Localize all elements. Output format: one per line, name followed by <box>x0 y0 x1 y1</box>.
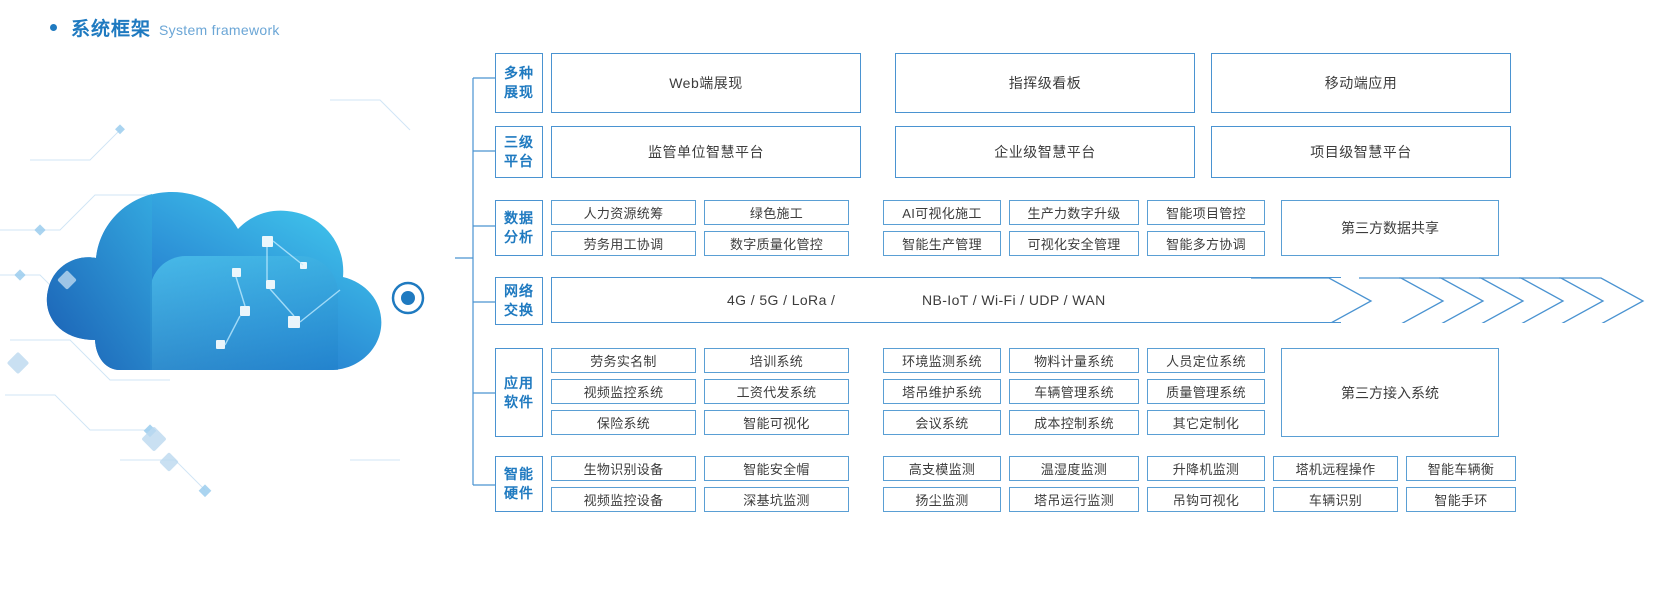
cell-deep-foundation-pit-monitoring[interactable]: 深基坑监测 <box>704 487 849 512</box>
cell-productivity-digital-upgrade[interactable]: 生产力数字升级 <box>1009 200 1139 225</box>
cell-personnel-positioning-system[interactable]: 人员定位系统 <box>1147 348 1265 373</box>
row-label-application-software: 应用 软件 <box>495 348 543 437</box>
hardware-right-group: 高支模监测 温湿度监测 升降机监测 塔机远程操作 智能车辆衡 扬尘监测 塔吊运行… <box>883 456 1516 512</box>
cell-vehicle-management-system[interactable]: 车辆管理系统 <box>1009 379 1139 404</box>
row-smart-hardware: 智能 硬件 生物识别设备 智能安全帽 视频监控设备 深基坑监测 高支模监测 温湿… <box>495 456 1665 512</box>
cell-insurance-system[interactable]: 保险系统 <box>551 410 696 435</box>
node-marker-icon <box>391 281 425 315</box>
row-network-exchange: 网络 交换 4G / 5G / LoRa / NB-IoT / Wi-Fi / … <box>495 277 1665 325</box>
cell-smart-wristband[interactable]: 智能手环 <box>1406 487 1516 512</box>
cell-environment-monitoring-system[interactable]: 环境监测系统 <box>883 348 1001 373</box>
cell-hook-visualization[interactable]: 吊钩可视化 <box>1147 487 1265 512</box>
box-third-party-access-system[interactable]: 第三方接入系统 <box>1281 348 1499 437</box>
cell-green-construction[interactable]: 绿色施工 <box>704 200 849 225</box>
cell-video-surveillance-device[interactable]: 视频监控设备 <box>551 487 696 512</box>
cell-material-metering-system[interactable]: 物料计量系统 <box>1009 348 1139 373</box>
cell-labor-real-name[interactable]: 劳务实名制 <box>551 348 696 373</box>
page-title-cn: 系统框架 <box>71 19 152 40</box>
architecture-diagram: 多种 展现 Web端展现 指挥级看板 移动端应用 三级 平台 监管单位智慧平台 … <box>455 45 1665 525</box>
cloud-network-illustration <box>0 40 470 510</box>
cell-other-customization[interactable]: 其它定制化 <box>1147 410 1265 435</box>
app-software-right-group: 环境监测系统 物料计量系统 人员定位系统 塔吊维护系统 车辆管理系统 质量管理系… <box>883 348 1265 437</box>
box-third-party-data-sharing[interactable]: 第三方数据共享 <box>1281 200 1499 256</box>
cell-labor-coordination[interactable]: 劳务用工协调 <box>551 231 696 256</box>
tree-connectors <box>455 77 495 486</box>
row-data-analysis: 数据 分析 人力资源统筹 绿色施工 劳务用工协调 数字质量化管控 AI可视化施工… <box>495 200 1665 256</box>
page-title-en: System framework <box>159 22 280 38</box>
cell-smart-weighbridge[interactable]: 智能车辆衡 <box>1406 456 1516 481</box>
network-flow-arrows <box>1251 277 1645 323</box>
row-application-software: 应用 软件 劳务实名制 培训系统 视频监控系统 工资代发系统 保险系统 智能可视… <box>495 348 1665 437</box>
data-analysis-left-group: 人力资源统筹 绿色施工 劳务用工协调 数字质量化管控 <box>551 200 849 256</box>
cell-temperature-humidity-monitoring[interactable]: 温湿度监测 <box>1009 456 1139 481</box>
cell-hoist-monitoring[interactable]: 升降机监测 <box>1147 456 1265 481</box>
cell-tower-crane-remote-operation[interactable]: 塔机远程操作 <box>1273 456 1398 481</box>
cell-biometric-device[interactable]: 生物识别设备 <box>551 456 696 481</box>
cell-visual-safety-management[interactable]: 可视化安全管理 <box>1009 231 1139 256</box>
cell-quality-management-system[interactable]: 质量管理系统 <box>1147 379 1265 404</box>
cell-hr-planning[interactable]: 人力资源统筹 <box>551 200 696 225</box>
cell-vehicle-recognition[interactable]: 车辆识别 <box>1273 487 1398 512</box>
cell-cost-control-system[interactable]: 成本控制系统 <box>1009 410 1139 435</box>
box-enterprise-platform[interactable]: 企业级智慧平台 <box>895 126 1195 178</box>
cell-smart-production-management[interactable]: 智能生产管理 <box>883 231 1001 256</box>
cell-smart-visualization[interactable]: 智能可视化 <box>704 410 849 435</box>
cell-crane-maintenance-system[interactable]: 塔吊维护系统 <box>883 379 1001 404</box>
row-label-smart-hardware: 智能 硬件 <box>495 456 543 512</box>
row-label-display: 多种 展现 <box>495 53 543 113</box>
cell-smart-helmet[interactable]: 智能安全帽 <box>704 456 849 481</box>
app-software-left-group: 劳务实名制 培训系统 视频监控系统 工资代发系统 保险系统 智能可视化 <box>551 348 849 437</box>
cell-payroll-system[interactable]: 工资代发系统 <box>704 379 849 404</box>
cell-tower-crane-operation-monitoring[interactable]: 塔吊运行监测 <box>1009 487 1139 512</box>
network-text-left: 4G / 5G / LoRa / <box>727 292 836 308</box>
page-title: 系统框架 System framework <box>50 14 280 41</box>
box-web-display[interactable]: Web端展现 <box>551 53 861 113</box>
cell-smart-multiparty-coordination[interactable]: 智能多方协调 <box>1147 231 1265 256</box>
network-band[interactable]: 4G / 5G / LoRa / NB-IoT / Wi-Fi / UDP / … <box>551 277 1341 323</box>
cell-smart-project-control[interactable]: 智能项目管控 <box>1147 200 1265 225</box>
network-text-right: NB-IoT / Wi-Fi / UDP / WAN <box>922 292 1106 308</box>
box-command-dashboard[interactable]: 指挥级看板 <box>895 53 1195 113</box>
cell-meeting-system[interactable]: 会议系统 <box>883 410 1001 435</box>
cell-digital-quality-control[interactable]: 数字质量化管控 <box>704 231 849 256</box>
row-display: 多种 展现 Web端展现 指挥级看板 移动端应用 <box>495 53 1665 113</box>
row-label-network-exchange: 网络 交换 <box>495 277 543 325</box>
box-project-platform[interactable]: 项目级智慧平台 <box>1211 126 1511 178</box>
hardware-left-group: 生物识别设备 智能安全帽 视频监控设备 深基坑监测 <box>551 456 849 512</box>
bullet-icon <box>50 24 57 31</box>
cell-dust-monitoring[interactable]: 扬尘监测 <box>883 487 1001 512</box>
box-regulator-platform[interactable]: 监管单位智慧平台 <box>551 126 861 178</box>
cell-video-surveillance-system[interactable]: 视频监控系统 <box>551 379 696 404</box>
cell-training-system[interactable]: 培训系统 <box>704 348 849 373</box>
box-mobile-app[interactable]: 移动端应用 <box>1211 53 1511 113</box>
row-label-platform: 三级 平台 <box>495 126 543 178</box>
row-platform: 三级 平台 监管单位智慧平台 企业级智慧平台 项目级智慧平台 <box>495 126 1665 178</box>
cell-high-formwork-monitoring[interactable]: 高支模监测 <box>883 456 1001 481</box>
data-analysis-right-group: AI可视化施工 生产力数字升级 智能项目管控 智能生产管理 可视化安全管理 智能… <box>883 200 1265 256</box>
cell-ai-visual-construction[interactable]: AI可视化施工 <box>883 200 1001 225</box>
row-label-data-analysis: 数据 分析 <box>495 200 543 256</box>
